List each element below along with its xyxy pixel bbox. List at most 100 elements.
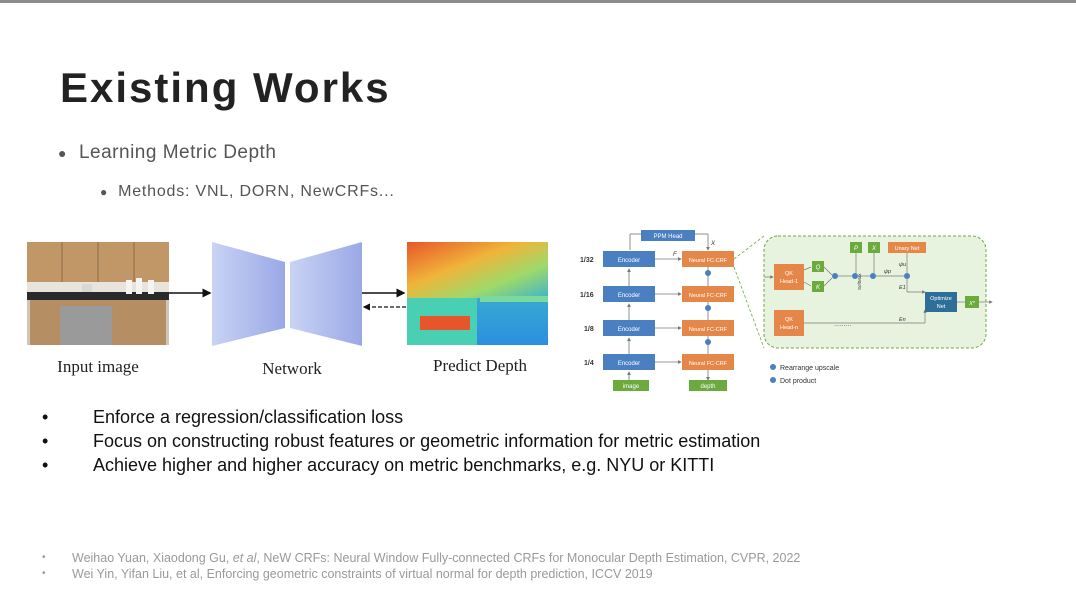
qk-head-1-box: [774, 264, 804, 290]
bullet-mark: •: [42, 552, 46, 563]
encoder-box: [603, 320, 655, 336]
scale-1-8: 1/8: [584, 326, 594, 333]
qk-head-n-box: [774, 310, 804, 336]
en-label: En: [899, 317, 906, 323]
main-bullet: • Focus on constructing robust features o…: [42, 429, 760, 453]
reference-list: • Weihao Yuan, Xiaodong Gu, et al, NeW C…: [42, 550, 800, 582]
reference-text: Weihao Yuan, Xiaodong Gu, et al, NeW CRF…: [72, 550, 800, 566]
predict-depth-label: Predict Depth: [433, 356, 527, 375]
e1-label: E1: [899, 285, 906, 291]
k-label: K: [816, 285, 821, 291]
upscale-node: [705, 270, 711, 276]
encoder-box: [603, 286, 655, 302]
legend-dot-label: Dot product: [780, 378, 816, 385]
depth-box: [689, 380, 727, 391]
ppm-head-box: [641, 230, 695, 241]
input-image-label: Input image: [57, 357, 139, 376]
q-box: [812, 261, 824, 272]
top-border: [0, 0, 1076, 3]
bullet-mark: •: [42, 455, 49, 475]
sub-bullet-methods: ● Methods: VNL, DORN, NewCRFs...: [100, 183, 395, 201]
reference-text: Wei Yin, Yifan Liu, et al, Enforcing geo…: [72, 567, 653, 581]
image-label: image: [623, 384, 640, 390]
reference-item: • Weihao Yuan, Xiaodong Gu, et al, NeW C…: [42, 550, 800, 566]
p-box: [850, 242, 862, 253]
crf-label: Neural FC-CRF: [689, 327, 728, 333]
depth-label: depth: [700, 384, 715, 390]
upscale-node: [705, 305, 711, 311]
main-bullet: • Enforce a regression/classification los…: [42, 405, 760, 429]
image-box: [613, 380, 649, 391]
bullet-mark: •: [42, 407, 49, 427]
main-bullet-text: Enforce a regression/classification loss: [93, 407, 404, 427]
qk-head-1-line2: Head-1: [780, 279, 798, 285]
encoder-label: Encoder: [618, 361, 640, 367]
main-bullet-text: Achieve higher and higher accuracy on me…: [93, 455, 715, 475]
dot-product-node: [870, 273, 876, 279]
crf-label: Neural FC-CRF: [689, 361, 728, 367]
qk-head-n-line1: QK: [785, 317, 793, 323]
softmax-label: SoftMax: [857, 273, 862, 290]
optimize-line1: Optimize: [930, 296, 952, 302]
qk-head-n-line2: Head-n: [780, 325, 798, 331]
optimize-line2: Net: [937, 304, 946, 310]
x-label: X: [710, 241, 716, 247]
encoder-box: [603, 354, 655, 370]
crf-label: Neural FC-CRF: [689, 258, 728, 264]
k-box: [812, 281, 824, 292]
f-label: F: [673, 252, 677, 258]
bullet-mark: •: [42, 568, 46, 579]
scale-1-4: 1/4: [584, 360, 594, 367]
legend-dot-icon: [770, 377, 776, 383]
dot-product-node: [832, 273, 838, 279]
predict-depth-map: [407, 242, 548, 345]
method-figures: Input image Network Predict Depth PPM He…: [27, 230, 993, 391]
legend-upscale-icon: [770, 364, 776, 370]
crf-box: [682, 320, 734, 336]
main-bullet-list: • Enforce a regression/classification los…: [42, 405, 760, 477]
dot-product-node: [852, 273, 858, 279]
upscale-node: [705, 339, 711, 345]
dot-product-node: [904, 273, 910, 279]
x-star-box: [965, 296, 979, 308]
ppm-head-label: PPM Head: [653, 234, 682, 240]
main-bullet: • Achieve higher and higher accuracy on m…: [42, 453, 760, 477]
main-bullet-text: Focus on constructing robust features or…: [93, 431, 761, 451]
crf-box: [682, 286, 734, 302]
encoder-label: Encoder: [618, 327, 640, 333]
bullet-dot: ●: [100, 185, 109, 199]
qk-head-1-line1: QK: [785, 271, 793, 277]
crf-box: [682, 354, 734, 370]
ellipsis: .........: [834, 321, 852, 328]
psi-u-label: ψu: [899, 262, 906, 268]
x-star-label: X*: [968, 301, 976, 307]
crf-box: [682, 251, 734, 267]
bullet-mark: •: [42, 431, 49, 451]
p-label: P: [854, 246, 858, 252]
bullet-learning-metric-depth: ● Learning Metric Depth: [58, 142, 276, 164]
optimize-net-box: [925, 292, 957, 312]
q-label: Q: [816, 265, 821, 271]
slide-title: Existing Works: [60, 64, 391, 111]
reference-item: • Wei Yin, Yifan Liu, et al, Enforcing g…: [42, 566, 800, 582]
encoder-label: Encoder: [618, 258, 640, 264]
newcrfs-architecture: PPM Head X F 1/32 1/16 1/8 1/4 Encoder E…: [580, 230, 993, 391]
x-box-label: X: [871, 246, 877, 252]
input-image-photo: [27, 242, 169, 345]
ref1-authors: Weihao Yuan, Xiaodong Gu,: [72, 551, 233, 565]
scale-1-32: 1/32: [580, 257, 594, 264]
ref1-etal: et al: [232, 551, 257, 565]
bullet-dot: ●: [58, 145, 67, 161]
ref1-title: , NeW CRFs: Neural Window Fully-connecte…: [256, 551, 801, 565]
psi-p-label: ψp: [884, 269, 891, 275]
unary-net-label: Unary Net: [895, 246, 920, 252]
encoder-box: [603, 251, 655, 267]
network-shape: [212, 242, 362, 346]
sub-bullet-text: Methods: VNL, DORN, NewCRFs...: [118, 183, 395, 200]
scale-1-16: 1/16: [580, 292, 594, 299]
unary-net-box: [888, 242, 926, 253]
x-box: [868, 242, 880, 253]
bullet-text: Learning Metric Depth: [78, 142, 277, 163]
crf-label: Neural FC-CRF: [689, 293, 728, 299]
encoder-label: Encoder: [618, 293, 640, 299]
